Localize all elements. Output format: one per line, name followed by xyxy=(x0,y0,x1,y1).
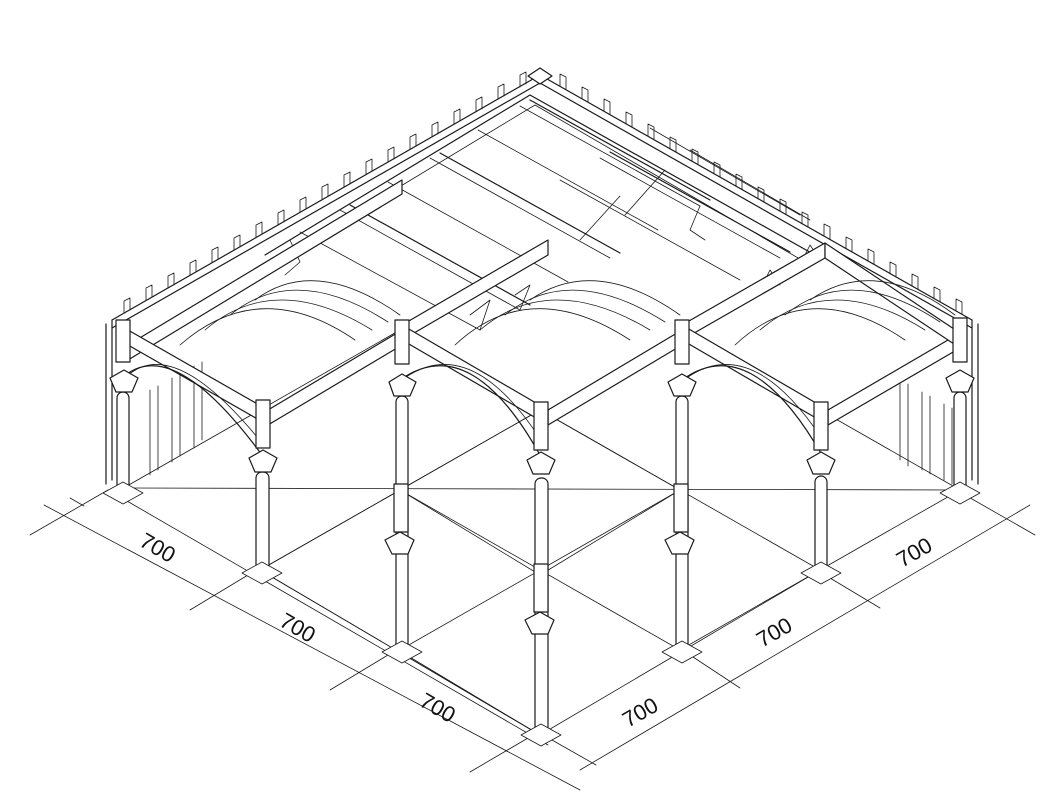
columns xyxy=(115,317,968,737)
dim-left-3: 700 xyxy=(416,688,460,728)
roof-panels xyxy=(264,94,821,331)
dimension-lines-right xyxy=(551,494,1036,771)
back-wall-left xyxy=(105,71,541,485)
dim-left-1: 700 xyxy=(136,528,180,568)
column-base-plates xyxy=(102,481,981,747)
dimension-lines-left xyxy=(29,489,581,791)
vaults xyxy=(119,280,956,456)
dim-left-2: 700 xyxy=(276,608,320,648)
dim-right-3: 700 xyxy=(892,532,936,572)
capitals xyxy=(109,369,975,635)
back-wall-right xyxy=(527,67,979,485)
dim-right-1: 700 xyxy=(618,692,662,732)
beams xyxy=(127,179,961,426)
